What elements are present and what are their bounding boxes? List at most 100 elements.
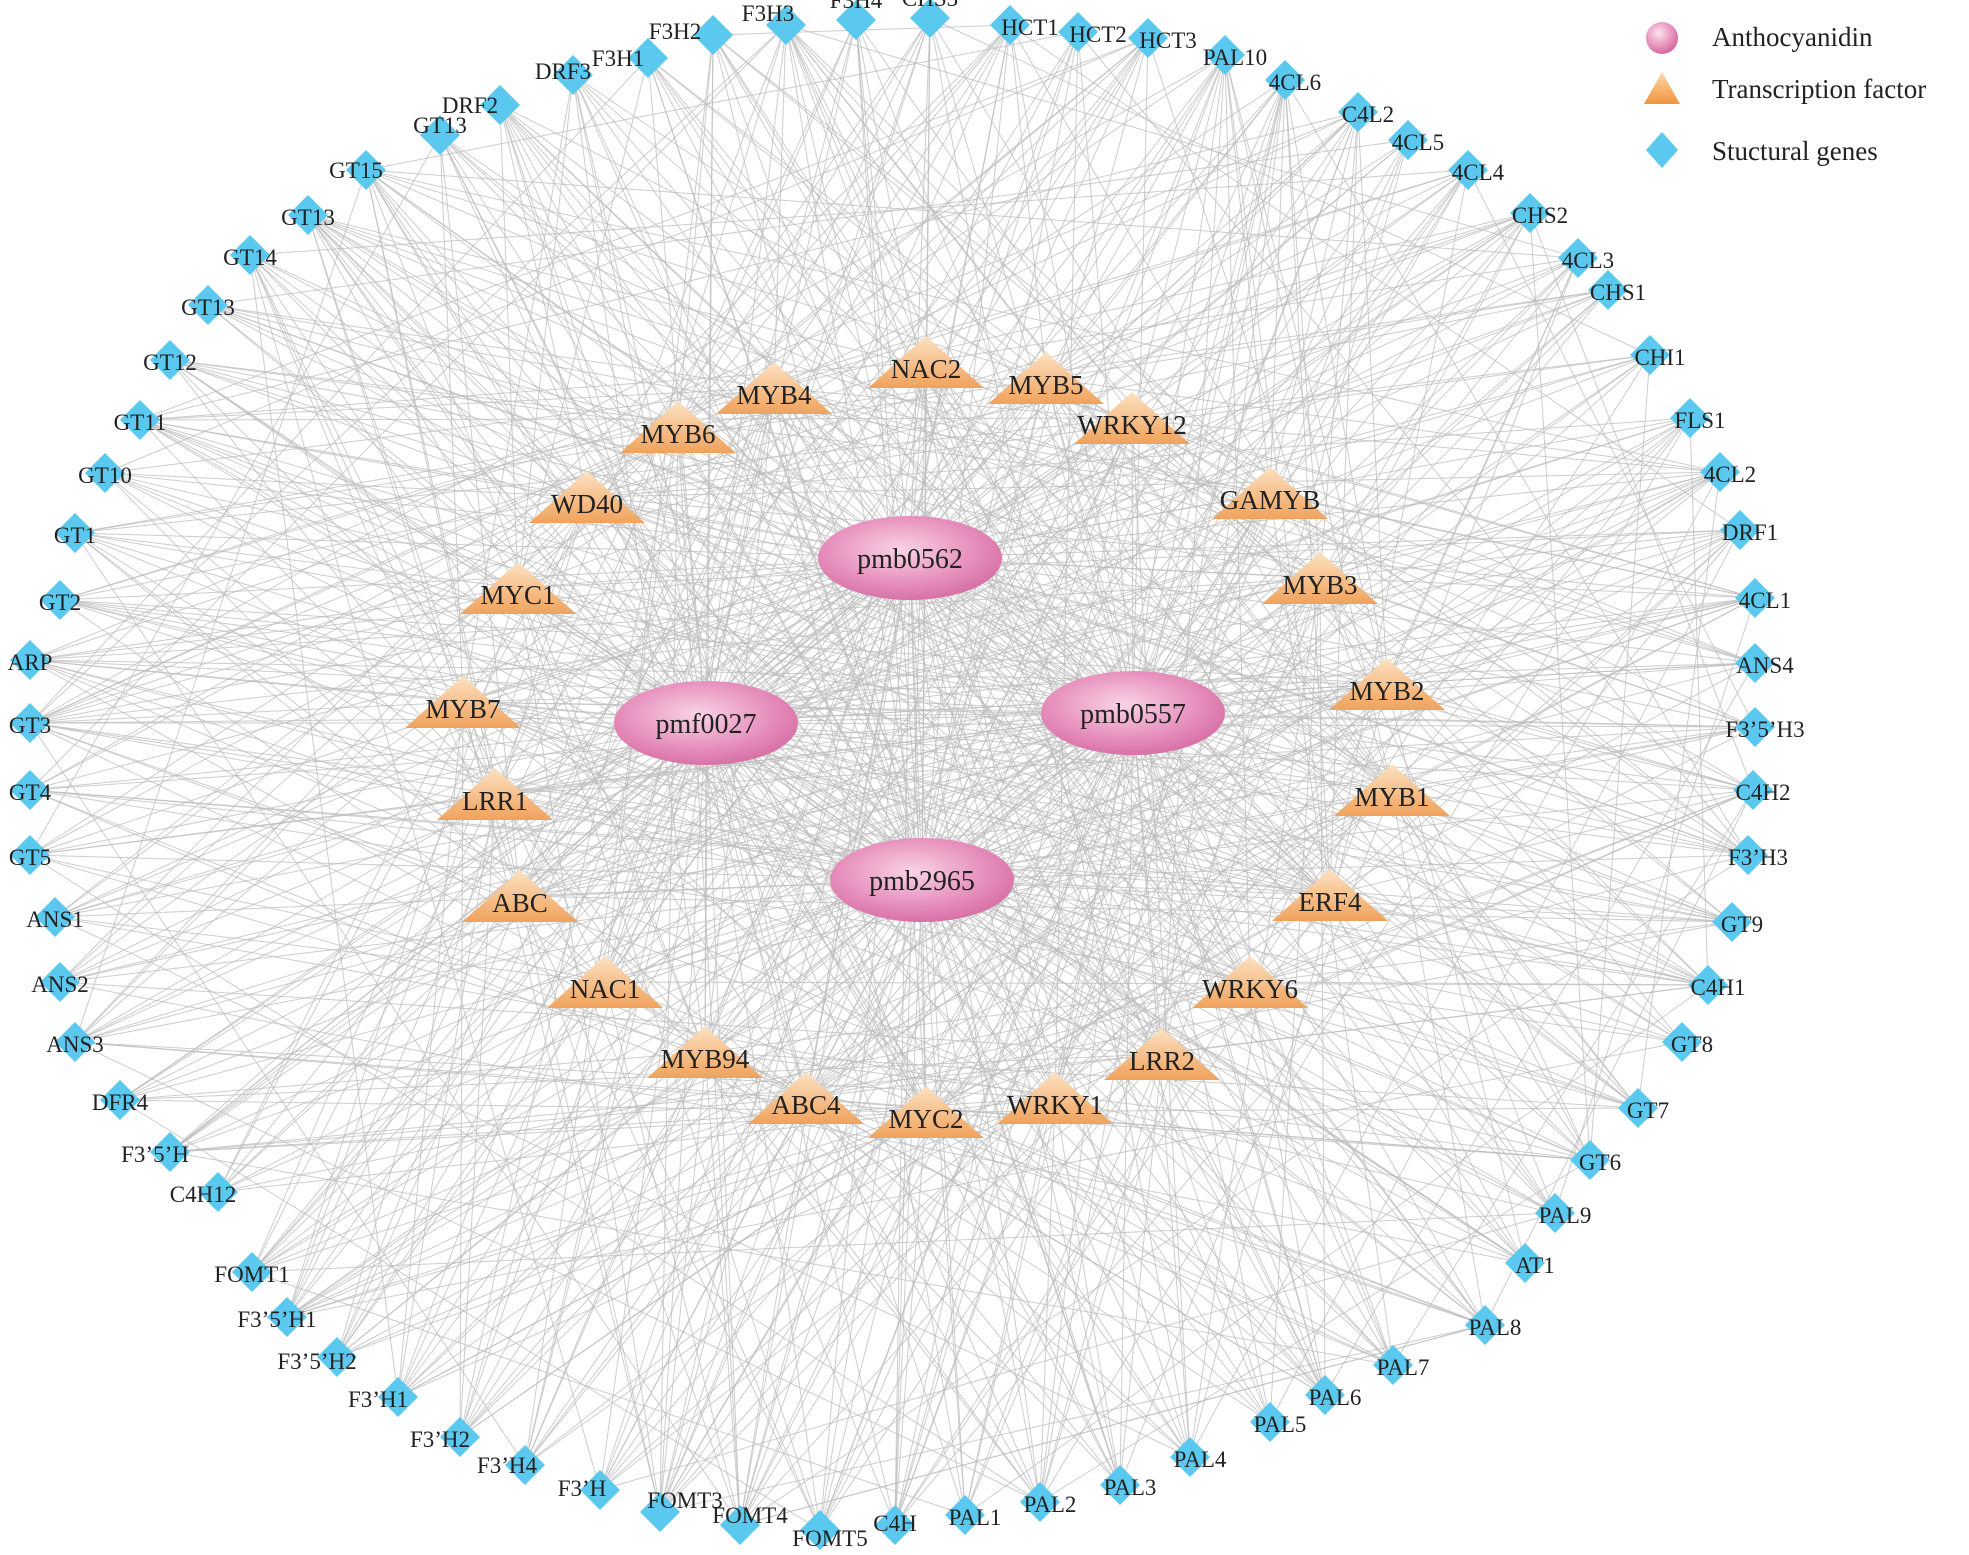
edge (104, 387, 775, 474)
edge (74, 289, 1609, 534)
edge (1054, 417, 1691, 1099)
edge (1529, 212, 1754, 791)
edge (169, 895, 521, 1153)
edge (925, 471, 1721, 1113)
edge (139, 419, 519, 589)
edge (1554, 597, 1756, 1214)
edge (74, 532, 741, 1526)
edge (739, 577, 1321, 1526)
edge (704, 34, 714, 1053)
structural-gene-node: CHI1 (1630, 335, 1686, 375)
edge (54, 793, 496, 918)
transcription-factor-label: MYB7 (425, 694, 500, 724)
edge (1039, 417, 1691, 1503)
edge (921, 37, 1149, 881)
edge (104, 37, 1149, 474)
transcription-factor-label: MYB6 (640, 419, 715, 449)
transcription-factor-node: NAC2 (868, 336, 984, 388)
edge (119, 1051, 706, 1101)
edge (1045, 377, 1639, 1109)
transcription-factor-node: MYC2 (868, 1086, 984, 1138)
structural-gene-diamond (10, 640, 50, 680)
edge (365, 169, 588, 498)
structural-gene-diamond (55, 1022, 95, 1062)
structural-gene-node: 4CL1 (1735, 578, 1791, 618)
edge (1045, 377, 1394, 1366)
edge (1054, 31, 1079, 1099)
edge (1132, 597, 1756, 714)
structural-gene-label: 4CL1 (1739, 588, 1791, 613)
edge (604, 981, 1709, 986)
edge (169, 359, 927, 1113)
edge (519, 37, 1149, 897)
edge (29, 659, 1056, 1099)
edge (739, 1324, 1486, 1526)
transcription-factor-node: ABC4 (748, 1072, 864, 1124)
structural-gene-label: C4L2 (1342, 102, 1394, 127)
edge (29, 659, 1134, 714)
structural-gene-diamond (1720, 510, 1760, 550)
edge (909, 289, 1609, 559)
structural-gene-node: F3’5’H2 (277, 1337, 357, 1377)
edge (59, 24, 1011, 983)
edge (439, 134, 1393, 791)
edge (572, 74, 807, 1099)
transcription-factor-triangle (529, 471, 645, 523)
edge (54, 417, 1133, 918)
edge (1329, 789, 1754, 896)
edge (909, 557, 927, 1113)
edge (604, 17, 931, 983)
edge (921, 377, 1047, 881)
transcription-factor-node: LRR1 (437, 768, 553, 820)
edge (104, 472, 588, 498)
edge (249, 254, 606, 983)
edge (964, 1053, 1163, 1516)
edge (74, 1041, 1056, 1099)
edge (705, 492, 1271, 724)
transcription-factor-node: MYB4 (716, 362, 832, 414)
edge (29, 712, 1134, 791)
transcription-factor-triangle (1192, 956, 1308, 1008)
edge (1045, 377, 1526, 1264)
edge (677, 37, 1149, 428)
structural-gene-label: FOMT4 (712, 1503, 788, 1528)
transcription-factor-triangle (868, 1086, 984, 1138)
structural-gene-node: HCT3 (1128, 18, 1197, 58)
edge (925, 257, 1579, 363)
structural-gene-node: FOMT1 (214, 1252, 290, 1292)
transcription-factor-node: LRR2 (1104, 1028, 1220, 1080)
edge (604, 981, 741, 1526)
edge (462, 701, 1526, 1264)
edge (1249, 354, 1651, 983)
edge (74, 532, 496, 795)
edge (29, 659, 464, 703)
structural-gene-node: 4CL3 (1558, 238, 1614, 278)
structural-gene-node: GT14 (223, 235, 277, 275)
edge (647, 57, 1331, 896)
edge (659, 722, 707, 1513)
edge (59, 599, 464, 703)
structural-gene-node: PAL3 (1100, 1465, 1156, 1505)
edge (207, 304, 679, 428)
edge (251, 879, 923, 1273)
edge (925, 789, 1754, 1113)
structural-gene-label: GT15 (329, 158, 383, 183)
edge (1132, 712, 1526, 1264)
transcription-factor-node: MYB1 (1334, 764, 1450, 816)
edge (785, 24, 1393, 791)
edges (29, 17, 1756, 1531)
edge (29, 587, 519, 724)
structural-gene-diamond (1510, 193, 1550, 233)
edge (29, 426, 679, 724)
edge (1054, 1097, 1121, 1486)
edge (909, 79, 1286, 559)
transcription-factor-triangle (868, 336, 984, 388)
edge (1132, 712, 1709, 986)
edge (805, 354, 1651, 1099)
structural-gene-label: DRF1 (1722, 520, 1778, 545)
edge (74, 532, 807, 1099)
structural-gene-diamond (1170, 1437, 1210, 1477)
edge (365, 31, 1079, 171)
edge (1357, 111, 1388, 685)
